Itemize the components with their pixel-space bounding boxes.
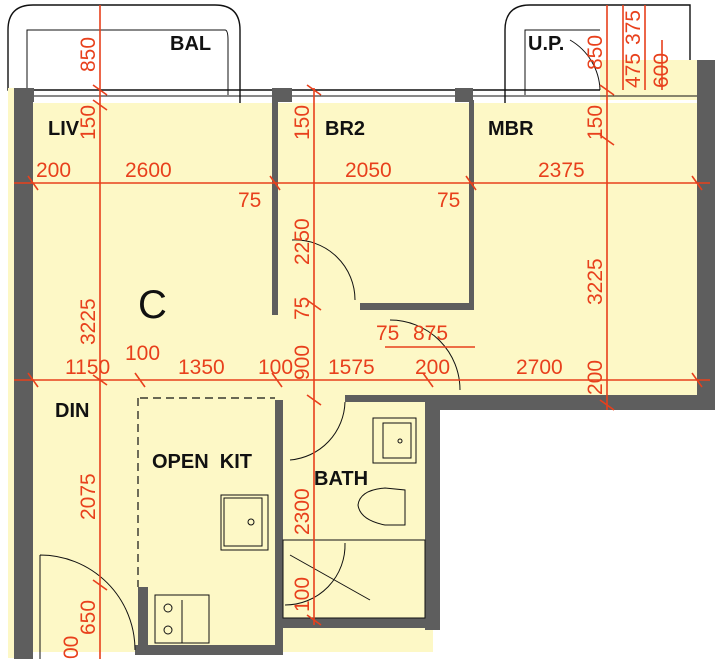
wall-corner	[14, 88, 34, 102]
dim-text: 200	[584, 360, 607, 395]
dim-text: 850	[77, 37, 100, 72]
dim-text: 75	[238, 189, 261, 212]
dim-text: 2375	[538, 159, 585, 182]
dim-text: 900	[291, 345, 314, 380]
wall-br2-bottom	[360, 303, 474, 310]
dim-text: 875	[413, 322, 448, 345]
wall-pier	[455, 88, 473, 102]
wall-bath-bottom	[283, 618, 440, 628]
dim-text: 3225	[77, 298, 100, 345]
dim-text: 75	[376, 322, 399, 345]
up-strip	[600, 60, 697, 100]
shower-icon	[282, 539, 426, 619]
dim-text: 2075	[77, 473, 100, 520]
dim-text: 1575	[328, 356, 375, 379]
wall-bath-door-head	[345, 395, 430, 402]
dim-text: 150	[77, 105, 100, 140]
wall-bath-top	[430, 395, 715, 410]
stove-icon	[154, 594, 210, 644]
wall-bath-right	[425, 395, 440, 630]
dim-text: 650	[77, 600, 100, 635]
dim-text: 100	[291, 577, 314, 612]
wall-pier	[272, 88, 292, 102]
wall-kit-right	[275, 400, 283, 655]
room-label-br2: BR2	[325, 118, 365, 140]
dim-text: 00	[60, 636, 83, 659]
dim-text: 1350	[178, 356, 225, 379]
dimension-lines	[14, 5, 710, 659]
bath-basin-icon	[372, 417, 417, 464]
room-label-mbr: MBR	[488, 118, 534, 140]
door-bath	[289, 401, 346, 461]
unit-letter: C	[138, 283, 167, 327]
dim-text: 75	[437, 189, 460, 212]
kitchen-sink-icon	[220, 494, 269, 551]
dim-text: 2700	[516, 356, 563, 379]
room-label-up: U.P.	[528, 33, 564, 55]
dim-text: 150	[584, 105, 607, 140]
dim-text: 100	[125, 342, 160, 365]
upper-rooms-area	[33, 103, 697, 395]
dim-text: 1150	[65, 356, 110, 379]
dim-text: 2050	[345, 159, 392, 182]
room-label-bal: BAL	[170, 33, 211, 55]
wall-right	[697, 60, 715, 397]
dim-text: 2250	[291, 218, 314, 265]
dim-text: 475	[622, 53, 645, 88]
dim-text: 200	[36, 159, 71, 182]
door-up	[569, 39, 601, 91]
dim-text: 200	[415, 356, 450, 379]
dim-text: 2300	[291, 488, 314, 535]
wall-left	[14, 88, 33, 659]
door-mbr	[389, 319, 461, 391]
room-label-liv: LIV	[48, 118, 80, 140]
wall-kit-stub	[138, 587, 148, 647]
dim-text: 600	[650, 53, 673, 88]
balcony-inner-line	[26, 29, 229, 95]
wall-br2-left	[272, 100, 278, 315]
wall-br2-right	[469, 100, 474, 310]
wall-bottom	[135, 645, 283, 655]
balcony-outline	[7, 4, 691, 113]
room-label-din: DIN	[55, 400, 89, 422]
dim-text: 2600	[125, 159, 172, 182]
dim-text: 3225	[584, 258, 607, 305]
door-entry	[39, 554, 136, 659]
dim-text: 150	[291, 105, 314, 140]
dim-text: 375	[622, 10, 645, 45]
dim-text: 75	[291, 297, 314, 320]
room-label-kit: OPEN KIT	[152, 451, 252, 473]
dim-text: 100	[258, 356, 293, 379]
up-inner-line	[524, 29, 600, 95]
toilet-icon	[357, 487, 406, 526]
room-label-bath: BATH	[314, 468, 368, 490]
door-br2	[291, 239, 356, 301]
dim-text: 850	[584, 35, 607, 70]
